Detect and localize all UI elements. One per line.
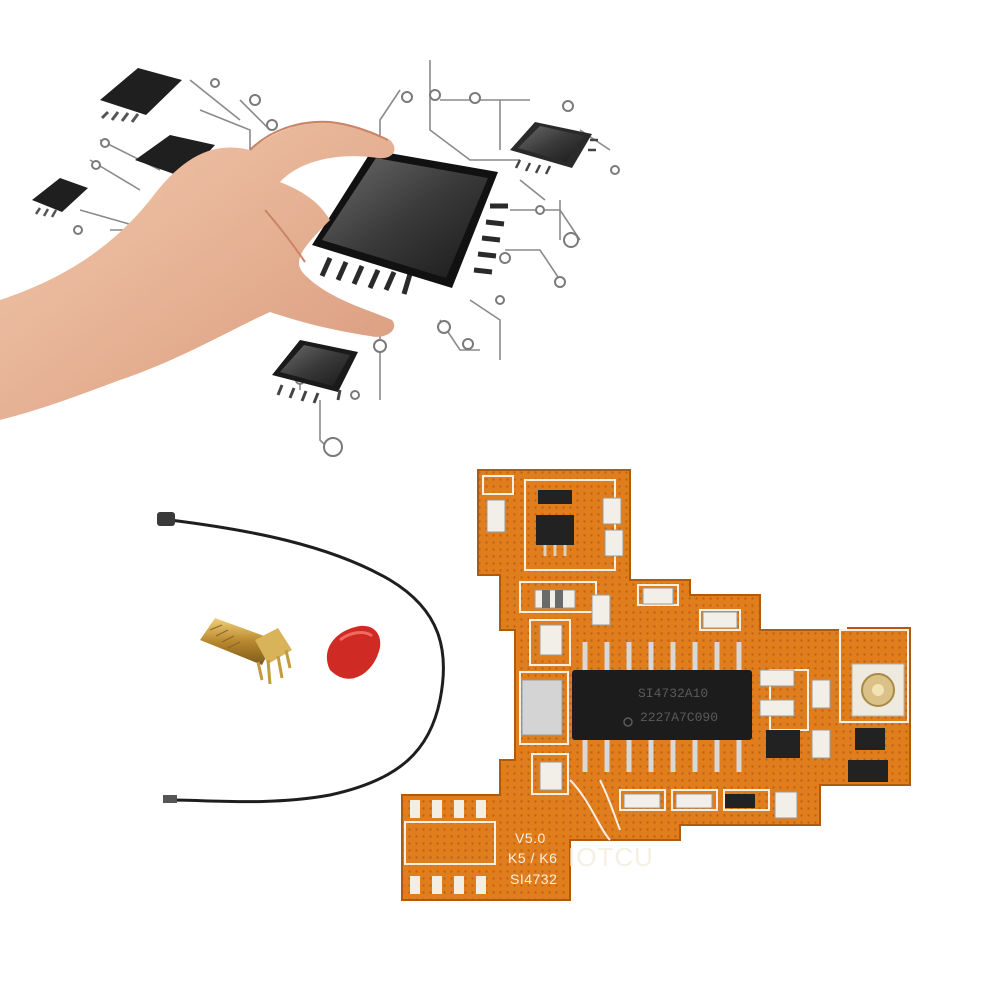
header-pads (410, 800, 486, 894)
hand (0, 120, 395, 420)
small-chip-bottom (272, 340, 358, 404)
large-chip (312, 150, 508, 295)
ufl-connector (851, 663, 905, 717)
board-chip-label: SI4732 (510, 871, 558, 887)
si4732-chip (572, 642, 752, 772)
chip-marking-line2: 2227A7C090 (640, 710, 719, 725)
small-chip-left (32, 178, 88, 218)
chip-marking-line1: SI4732A10 (638, 686, 709, 701)
red-protective-cap (326, 625, 381, 679)
small-chip-right (510, 122, 598, 175)
board-version-label: V5.0 (515, 830, 546, 846)
pcb-board (401, 469, 911, 901)
circuit-illustration (0, 60, 620, 457)
board-brand-label: IOTCU (568, 842, 654, 872)
sma-connector (200, 618, 292, 685)
smd-components (486, 490, 888, 819)
small-chip-top-left (100, 68, 182, 123)
small-chip-mid-left (135, 135, 215, 178)
board-model-label: K5 / K6 (508, 850, 558, 866)
antenna-cable (157, 512, 445, 804)
